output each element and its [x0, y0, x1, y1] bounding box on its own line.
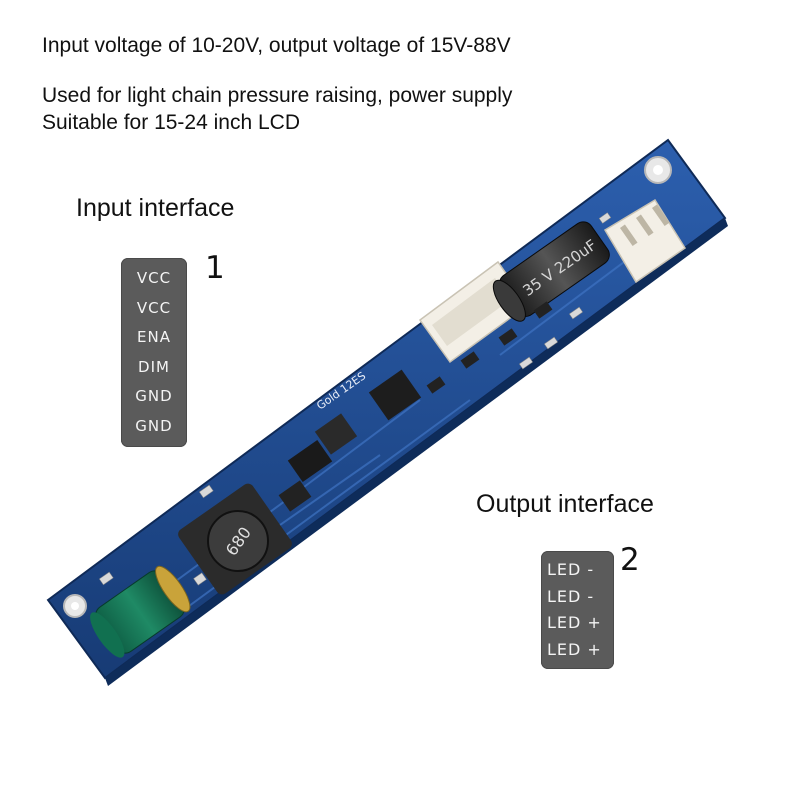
input-pin: GND	[135, 387, 173, 405]
spec-line-suitability: Suitable for 15-24 inch LCD	[42, 111, 300, 134]
output-interface-title: Output interface	[476, 490, 654, 518]
input-interface-number: 1	[205, 250, 225, 286]
output-pin: LED +	[547, 639, 602, 659]
input-pin-list: VCC VCC ENA DIM GND GND	[121, 258, 187, 447]
input-pin: DIM	[138, 357, 170, 376]
spec-line-input-voltage: Input voltage of 10-20V, output voltage …	[42, 34, 511, 57]
input-connector	[603, 198, 687, 284]
spec-line-usage: Used for light chain pressure raising, p…	[42, 84, 513, 107]
output-pin: LED +	[547, 613, 602, 632]
output-pin: LED -	[547, 560, 595, 579]
electrolytic-capacitor-green	[90, 565, 191, 658]
smd-components	[99, 212, 612, 586]
input-pin: GND	[135, 416, 173, 435]
output-pin: LED -	[547, 586, 595, 606]
ic-chips	[278, 301, 553, 512]
input-pin: VCC	[136, 269, 172, 287]
electrolytic-capacitor-black: 35 V 220uF	[492, 221, 610, 322]
input-interface-title: Input interface	[76, 194, 235, 222]
output-interface-number: 2	[620, 542, 640, 578]
input-pin: ENA	[137, 328, 171, 346]
output-pin-list: LED - LED - LED + LED +	[541, 551, 614, 669]
inductor: 680	[178, 483, 292, 595]
input-pin: VCC	[136, 298, 172, 317]
